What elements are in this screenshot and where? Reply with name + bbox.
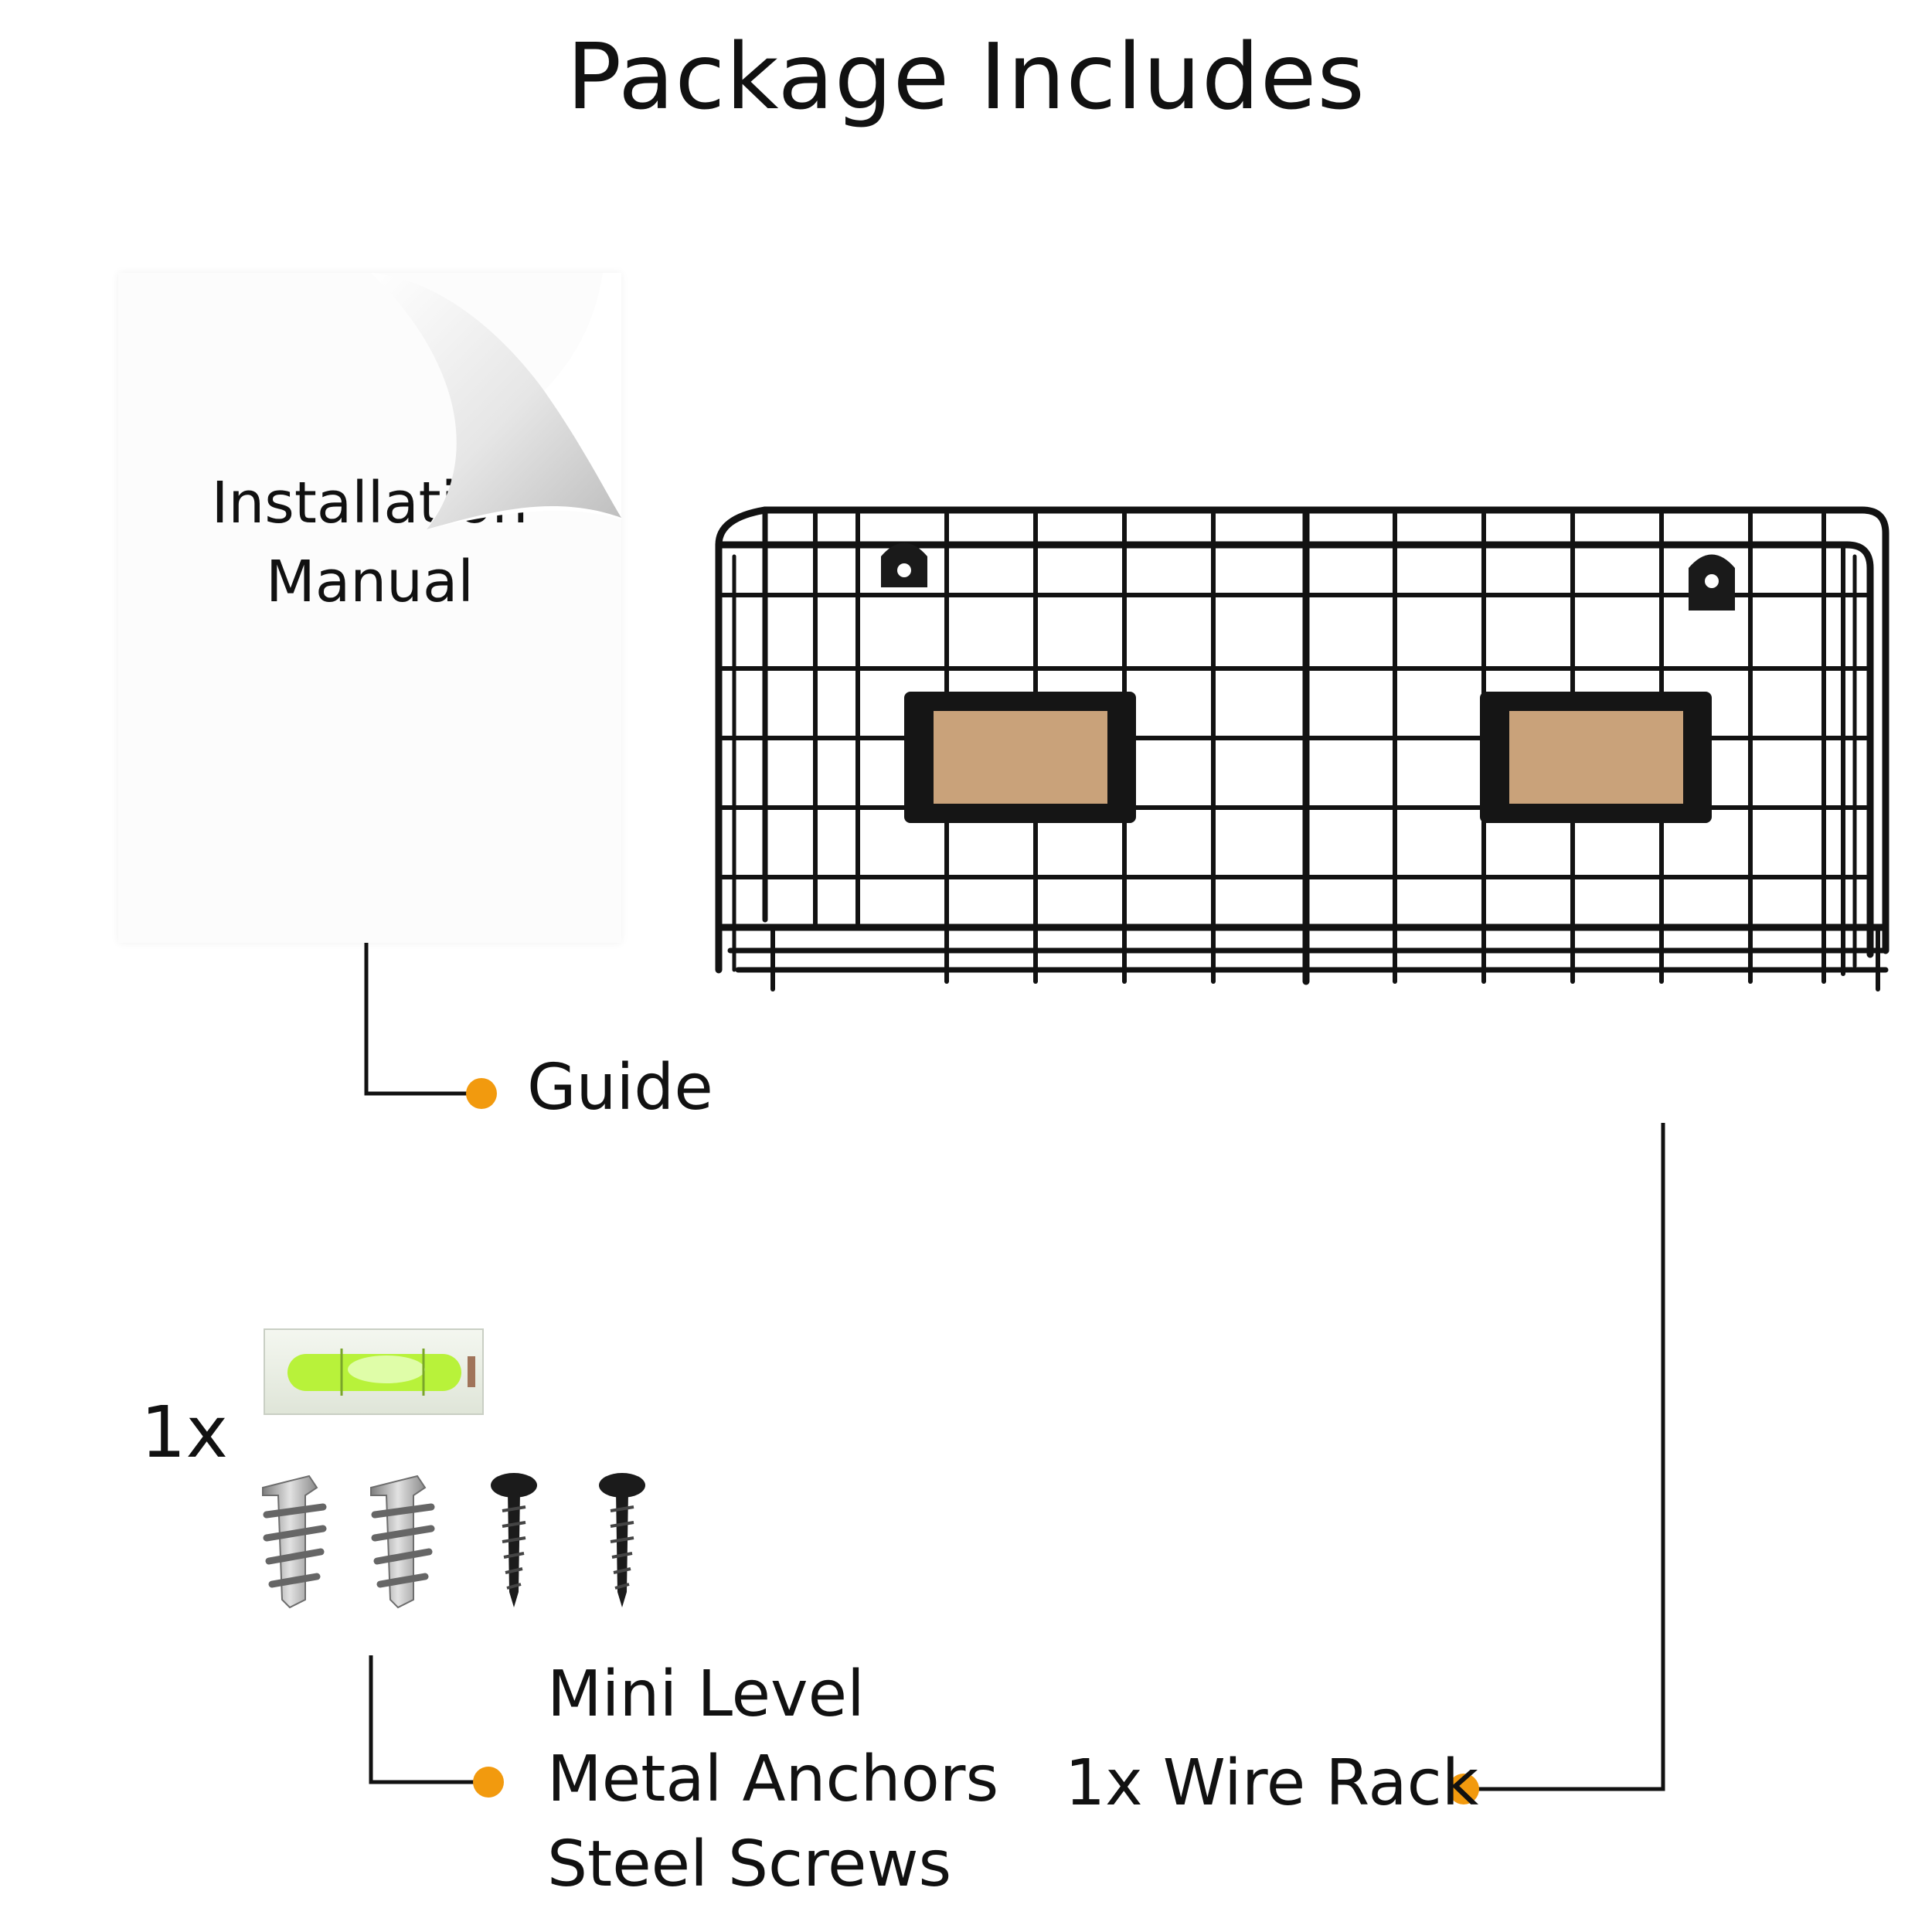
guide-label: Guide: [527, 1051, 713, 1124]
guide-dot: [466, 1078, 497, 1109]
hardware-connector: [369, 1655, 483, 1784]
page-title: Package Includes: [566, 23, 1366, 130]
hardware-item-mini-level: Mini Level: [547, 1658, 865, 1731]
wire-rack-label: 1x Wire Rack: [1065, 1747, 1479, 1820]
wire-rack-connector: [1464, 1123, 1665, 1791]
metal-anchor-icon: [262, 1475, 327, 1609]
rack-hanger-left-icon: [881, 543, 927, 587]
hardware-dot: [473, 1767, 504, 1798]
guide-connector: [364, 943, 479, 1096]
mini-level-icon: [264, 1328, 484, 1415]
wire-rack-icon: [715, 506, 1889, 992]
rack-label-right-icon: [1480, 692, 1712, 823]
rack-label-left-icon: [904, 692, 1136, 823]
steel-screw-icon: [491, 1473, 537, 1607]
hardware-item-steel-screws: Steel Screws: [547, 1828, 952, 1901]
hardware-item-metal-anchors: Metal Anchors: [547, 1743, 999, 1816]
manual-title-line2: Manual: [266, 549, 474, 615]
steel-screw-icon: [599, 1473, 645, 1607]
hardware-quantity: 1x: [141, 1391, 228, 1474]
hardware-list: Mini Level Metal Anchors Steel Screws: [547, 1652, 998, 1907]
page-curl-icon: [371, 273, 621, 529]
rack-hanger-right-icon: [1689, 554, 1735, 611]
metal-anchor-icon: [370, 1475, 435, 1609]
wire-rack-dot: [1448, 1774, 1479, 1804]
